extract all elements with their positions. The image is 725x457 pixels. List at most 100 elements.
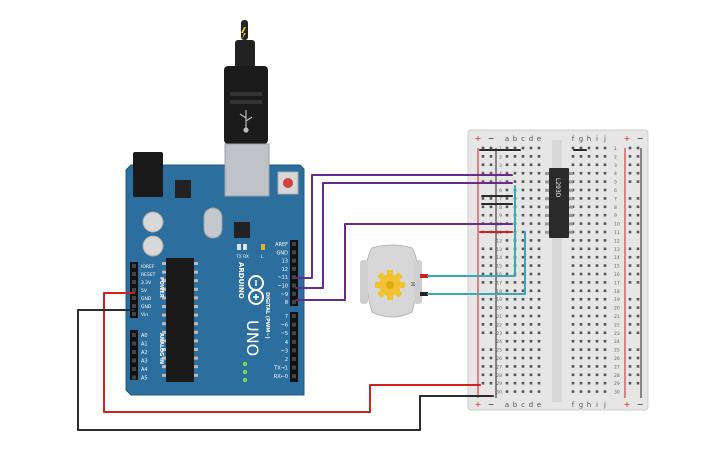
- usb-b-connector: [224, 143, 270, 197]
- capacitor-2: [142, 235, 164, 257]
- analog-header-pins: [132, 333, 136, 380]
- column-letter-bottom-c: c: [521, 401, 525, 409]
- wire-purple-pin10[interactable]: [295, 174, 513, 279]
- row-number-left-29: 29: [496, 381, 502, 387]
- crystal-oscillator: [203, 207, 223, 239]
- row-number-right-16: 16: [614, 272, 620, 278]
- rail-minus-label-left: −: [488, 134, 495, 143]
- row-number-right-15: 15: [614, 264, 620, 270]
- digital-pin-label: ~3: [281, 348, 288, 354]
- column-letter-g: g: [579, 135, 583, 143]
- row-number-right-30: 30: [614, 390, 620, 396]
- row-number-right-12: 12: [614, 238, 620, 244]
- digital-pin-label: RX←0: [274, 374, 288, 380]
- row-number-left-27: 27: [496, 364, 502, 370]
- usb-strain-relief: [235, 40, 255, 68]
- row-number-left-24: 24: [496, 339, 502, 345]
- column-letter-i: i: [596, 135, 598, 143]
- wire-red-5v[interactable]: [103, 292, 481, 413]
- wire-purple-pin9[interactable]: [295, 182, 513, 289]
- rail-minus-label-left-bottom: −: [488, 400, 495, 409]
- wire-black-gnd[interactable]: [77, 309, 494, 431]
- digital-pin-label: ~5: [281, 331, 288, 337]
- dc-power-jack: [133, 152, 163, 197]
- column-letter-bottom-h: h: [587, 401, 591, 409]
- digital-pin-label: ~10: [277, 284, 288, 290]
- usb-plug-groove-2: [230, 100, 262, 104]
- digital-section-label: DIGITAL (PWM~): [264, 292, 270, 339]
- digital-pin-label: 8: [285, 300, 288, 306]
- column-letter-d: d: [529, 135, 533, 143]
- row-number-left-28: 28: [496, 373, 502, 379]
- analog-section-label: ANALOG IN: [158, 333, 164, 364]
- tx-led-label: TX: [235, 254, 241, 259]
- motor-label: M: [409, 282, 415, 286]
- chip-legs: [545, 172, 573, 234]
- analog-pin-label: A3: [141, 359, 148, 365]
- row-number-left-18: 18: [496, 289, 502, 295]
- reset-button[interactable]: [283, 178, 293, 188]
- row-number-right-7: 7: [614, 196, 617, 202]
- column-letter-bottom-b: b: [513, 401, 518, 409]
- motor-terminal-positive: [420, 274, 428, 278]
- row-number-right-19: 19: [614, 297, 620, 303]
- rail-plus-label-right: +: [624, 134, 631, 143]
- row-number-left-23: 23: [496, 331, 502, 337]
- wire-purple-pin8[interactable]: [295, 223, 513, 301]
- analog-pin-label: A0: [141, 333, 148, 339]
- power-pin-label: RESET: [141, 272, 156, 278]
- center-channel: [552, 140, 562, 402]
- row-number-right-1: 1: [614, 146, 617, 152]
- row-number-right-23: 23: [614, 331, 620, 337]
- row-number-right-20: 20: [614, 306, 620, 312]
- power-pin-label: IOREF: [141, 264, 155, 270]
- power-pin-label: 3.3V: [141, 280, 152, 286]
- capacitor-1: [142, 211, 164, 233]
- usb-plug-body: [224, 66, 268, 144]
- chip-label: L293D: [554, 178, 561, 198]
- arduino-uno[interactable]: TX RX L ARDUINO UNO IOREFRESET3.3V5VGNDG…: [125, 20, 305, 396]
- wire-teal-motor-minus[interactable]: [427, 231, 526, 295]
- row-number-left-15: 15: [496, 264, 502, 270]
- rail-minus-label-right: −: [637, 134, 644, 143]
- digital-pin-label: 4: [285, 340, 288, 346]
- dc-motor[interactable]: M: [360, 244, 428, 318]
- row-number-left-2: 2: [499, 154, 502, 160]
- row-number-left-20: 20: [496, 306, 502, 312]
- row-number-right-13: 13: [614, 247, 620, 253]
- row-number-right-29: 29: [614, 381, 620, 387]
- analog-pin-label: A5: [141, 376, 148, 382]
- row-number-left-6: 6: [499, 188, 502, 194]
- column-letter-c: c: [521, 135, 525, 143]
- row-number-right-8: 8: [614, 205, 617, 211]
- led-l: [261, 244, 265, 250]
- atmega-pins: [162, 262, 198, 377]
- power-led-2: [242, 369, 248, 375]
- row-number-right-10: 10: [614, 222, 620, 228]
- digital-header-top: [290, 240, 298, 306]
- wires: [77, 149, 587, 431]
- row-number-right-5: 5: [614, 180, 617, 186]
- wire-teal-motor-plus[interactable]: [427, 185, 516, 277]
- led-rx: [243, 244, 247, 250]
- column-letter-bottom-i: i: [596, 401, 598, 409]
- row-number-left-3: 3: [499, 163, 502, 169]
- voltage-regulator: [175, 180, 191, 198]
- row-number-right-26: 26: [614, 356, 620, 362]
- l293d-chip[interactable]: L293D: [545, 168, 573, 238]
- column-letter-bottom-f: f: [572, 401, 575, 409]
- usb-icon: [239, 110, 253, 133]
- led-tx: [237, 244, 241, 250]
- arduino-logo: [248, 275, 264, 305]
- column-letter-f: f: [572, 135, 575, 143]
- row-number-right-3: 3: [614, 163, 617, 169]
- row-number-right-11: 11: [614, 230, 620, 236]
- digital-pin-label: 12: [282, 267, 288, 273]
- digital-header-pins: [292, 242, 296, 379]
- row-number-right-18: 18: [614, 289, 620, 295]
